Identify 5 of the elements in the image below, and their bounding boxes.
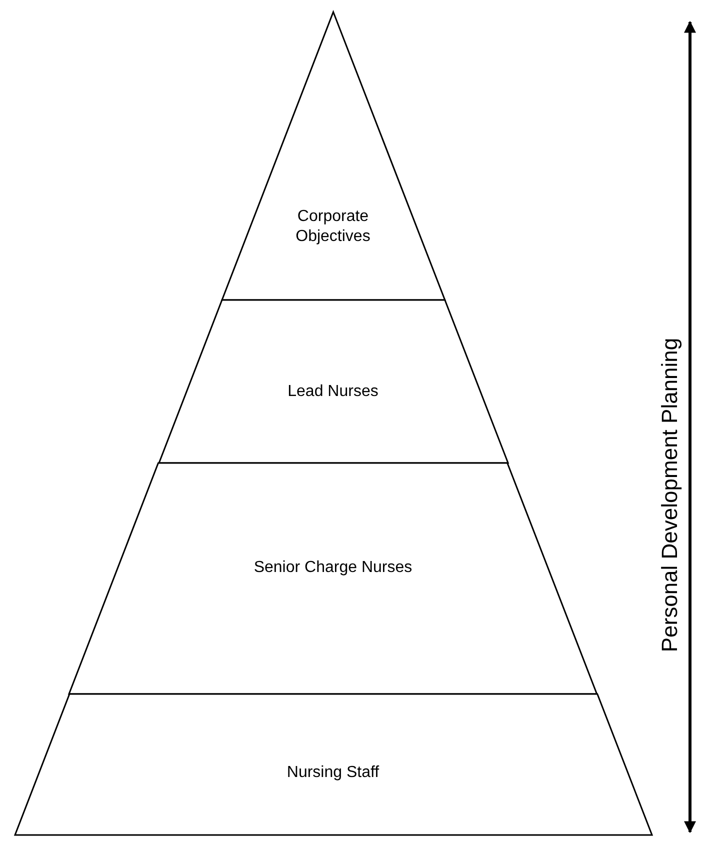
tier-label: Corporate Objectives — [294, 207, 372, 247]
tier-label: Senior Charge Nurses — [252, 558, 414, 578]
tier-label: Nursing Staff — [286, 763, 380, 783]
axis-label: Personal Development Planning — [657, 338, 684, 652]
tier-label: Lead Nurses — [286, 382, 380, 402]
